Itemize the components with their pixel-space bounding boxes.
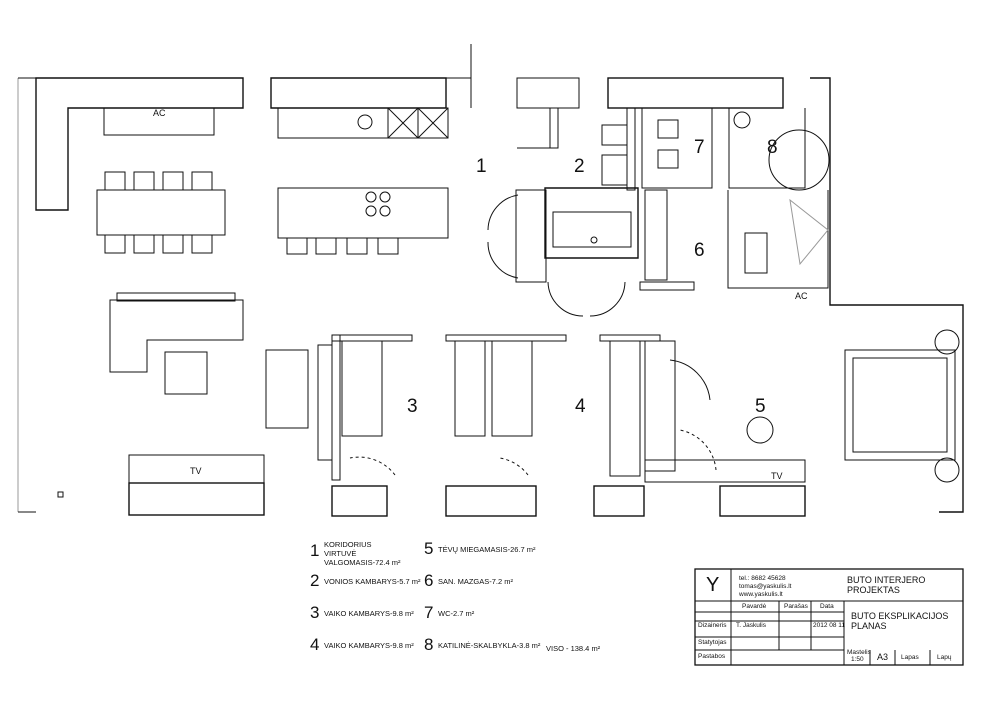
- room-number-1: 1: [476, 156, 487, 177]
- legend-text: TĖVŲ MIEGAMASIS-26.7 m²: [438, 545, 536, 554]
- legend-number: 6: [424, 571, 434, 590]
- logo: Y: [706, 574, 720, 596]
- scale-label: Mastelis: [847, 649, 871, 656]
- room-number-3: 3: [407, 396, 418, 417]
- legend-text: VAIKO KAMBARYS-9.8 m²: [324, 641, 414, 650]
- ac-label-living: AC: [153, 108, 166, 118]
- legend-text: WC-2.7 m²: [438, 609, 475, 618]
- room-number-7: 7: [694, 137, 705, 158]
- room-number-8: 8: [767, 137, 778, 158]
- sheet-title-1: BUTO EKSPLIKACIJOS: [851, 611, 949, 621]
- legend-text: VONIOS KAMBARYS-5.7 m²: [324, 577, 421, 586]
- sheets-label: Lapų: [937, 654, 952, 661]
- room-number-5: 5: [755, 396, 766, 417]
- designer-name: T. Jaskulis: [736, 622, 766, 629]
- project-title-1: BUTO INTERJERO: [847, 575, 926, 585]
- email: tomas@yaskulis.lt: [739, 583, 792, 590]
- legend-number: 4: [310, 635, 320, 654]
- format: A3: [877, 652, 889, 662]
- legend-number: 5: [424, 539, 434, 558]
- sheet-label: Lapas: [901, 654, 919, 661]
- project-title-2: PROJEKTAS: [847, 585, 900, 595]
- col-name: Pavardė: [742, 603, 767, 610]
- tv-label-living: TV: [190, 466, 202, 476]
- tel: tel.: 8682 45628: [739, 575, 786, 582]
- legend-number: 2: [310, 571, 320, 590]
- legend-number: 8: [424, 635, 434, 654]
- legend-number: 7: [424, 603, 434, 622]
- ac-label-hall: AC: [795, 291, 808, 301]
- legend-text: SAN. MAZGAS-7.2 m²: [438, 577, 514, 586]
- tv-label-bedroom: TV: [771, 471, 783, 481]
- legend-text: VAIKO KAMBARYS-9.8 m²: [324, 609, 414, 618]
- legend-text: KATILINĖ-SKALBYKLA-3.8 m²: [438, 641, 541, 650]
- legend-number: 3: [310, 603, 320, 622]
- designer-date: 2012 08 11: [813, 622, 846, 629]
- scale-value: 1:50: [851, 656, 864, 663]
- row-designer: Dizaineris: [698, 622, 727, 629]
- row-notes: Pastabos: [698, 653, 726, 660]
- legend-text: VALGOMASIS-72.4 m²: [324, 558, 401, 567]
- total-area: VISO - 138.4 m²: [546, 644, 600, 653]
- legend-text: VIRTUVĖ: [324, 549, 357, 558]
- room-number-6: 6: [694, 240, 705, 261]
- col-sign: Parašas: [784, 603, 808, 610]
- col-date: Data: [820, 603, 834, 610]
- room-number-4: 4: [575, 396, 586, 417]
- legend-text: KORIDORIUS: [324, 540, 372, 549]
- legend-number: 1: [310, 541, 320, 560]
- total-area-text: VISO - 138.4 m²: [546, 644, 601, 653]
- room-number-2: 2: [574, 156, 585, 177]
- web: www.yaskulis.lt: [739, 591, 783, 598]
- sheet-title-2: PLANAS: [851, 621, 887, 631]
- row-builder: Statytojas: [698, 639, 727, 646]
